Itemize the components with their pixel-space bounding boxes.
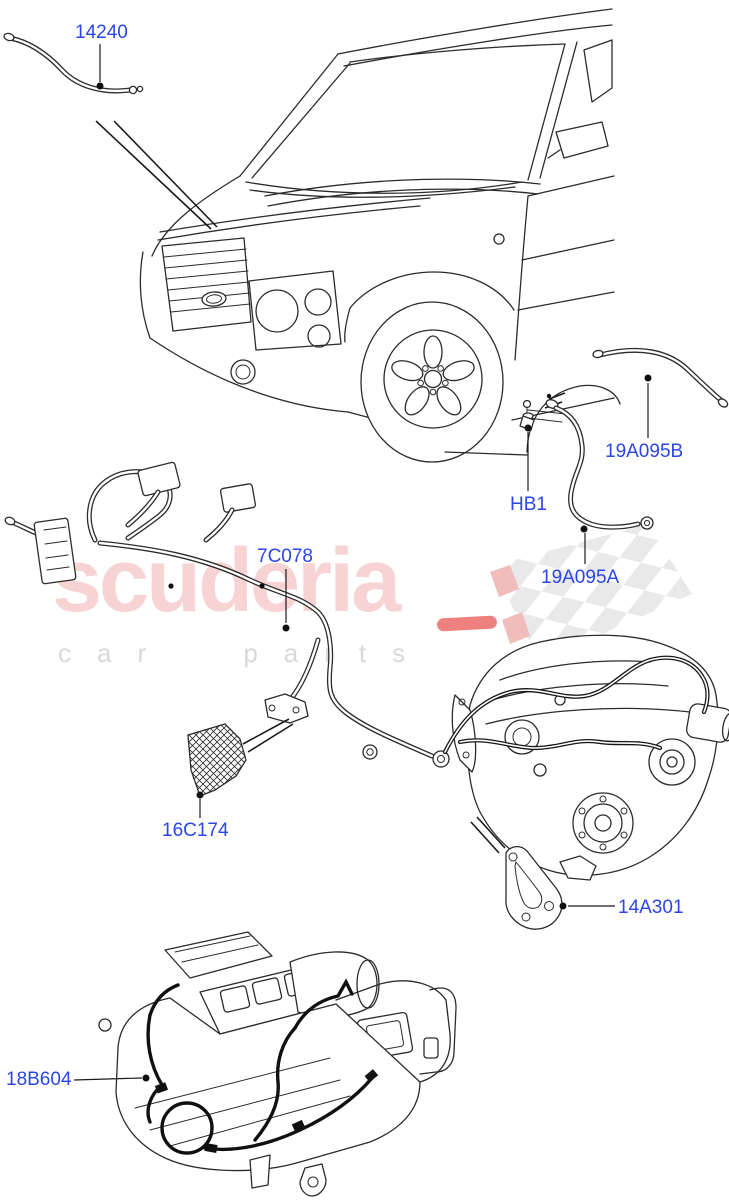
- shield-16c174-drawing: [187, 718, 294, 797]
- cable-14240-drawing: [3, 32, 144, 95]
- callout-leader-lines: [73, 44, 652, 1082]
- part-label-19a095a[interactable]: 19A095A: [541, 567, 620, 588]
- vehicle-illustration: [95, 8, 621, 463]
- flag-red-cell: [490, 565, 519, 597]
- watermark-tagline-text: car parts: [58, 638, 432, 668]
- harness-7c078-drawing: [4, 461, 435, 760]
- part-label-14240[interactable]: 14240: [75, 22, 128, 43]
- flag-red-cell: [502, 612, 530, 644]
- cable-19a095a-drawing: [545, 393, 654, 530]
- part-label-hb1[interactable]: HB1: [510, 494, 547, 515]
- flag-gray-cells: [492, 524, 692, 662]
- cable-19a095b-drawing: [592, 347, 729, 408]
- part-label-19a095b[interactable]: 19A095B: [605, 441, 684, 462]
- bolt-hb1-drawing: [519, 392, 567, 431]
- hvac-unit-illustration: [98, 931, 457, 1197]
- part-label-16c174[interactable]: 16C174: [162, 820, 229, 841]
- transfer-case-illustration: [432, 634, 729, 881]
- bracket-14a301-drawing: [505, 846, 563, 930]
- part-label-14a301[interactable]: 14A301: [618, 897, 684, 918]
- watermark-brand-text: scuderia: [52, 531, 401, 631]
- part-label-7c078[interactable]: 7C078: [257, 546, 313, 567]
- part-label-18b604[interactable]: 18B604: [6, 1069, 72, 1090]
